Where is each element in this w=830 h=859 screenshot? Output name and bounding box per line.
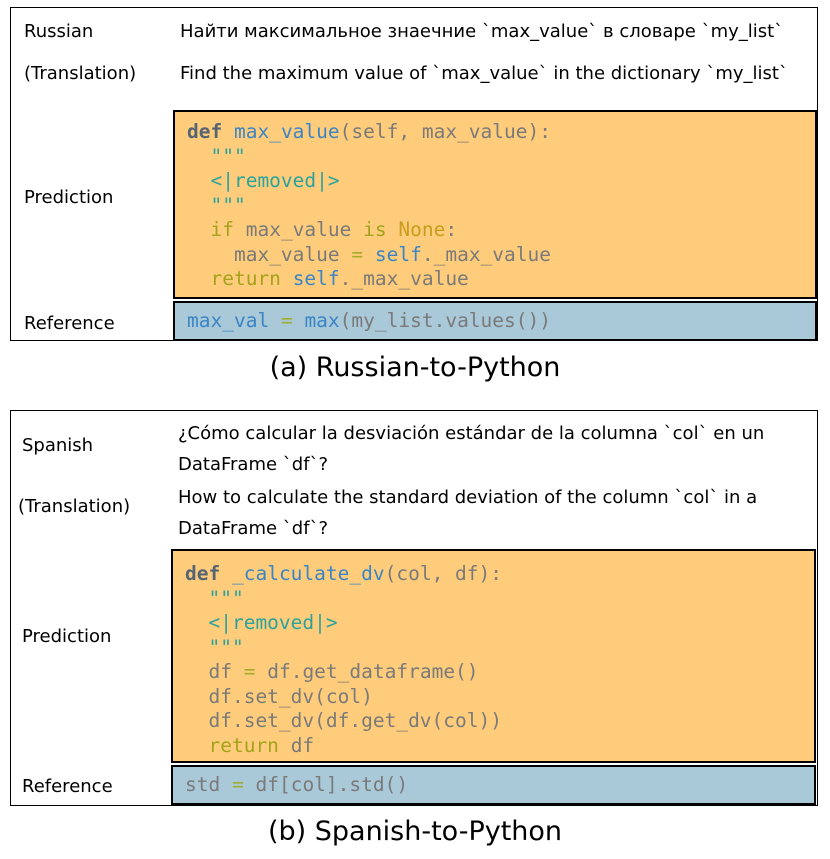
code-line: """ <box>208 635 244 659</box>
example-b-translation-text-2: DataFrame `df`? <box>178 518 329 539</box>
code-line: <|removed|> <box>208 611 338 634</box>
example-a-reference-code: max_val = max(my_list.values()) <box>173 301 817 341</box>
example-a-translation-text: Find the maximum value of `max_value` in… <box>180 63 788 84</box>
code-line: def max_value(self, max_value): <box>187 120 551 143</box>
code-line: """ <box>210 193 246 217</box>
example-a-reference-label: Reference <box>24 313 115 334</box>
example-b-prediction-label: Prediction <box>22 626 112 647</box>
example-b-source-label: Spanish <box>22 435 94 456</box>
example-a-source-label: Russian <box>24 21 94 42</box>
example-b-reference-label: Reference <box>22 776 113 797</box>
example-a-source-text: Найти максимальное знаечние `max_value` … <box>180 21 784 42</box>
example-b-caption: (b) Spanish-to-Python <box>267 816 563 847</box>
example-a-caption: (a) Russian-to-Python <box>269 352 561 383</box>
code-line: df.set_dv(col) <box>208 684 373 708</box>
code-line: return self._max_value <box>210 267 469 290</box>
code-line: max_value = self._max_value <box>233 242 551 266</box>
example-b-translation-label: (Translation) <box>18 496 131 517</box>
example-a-translation-label: (Translation) <box>24 63 137 84</box>
code-line: """ <box>210 144 246 168</box>
example-b-reference-code: std = df[col].std() <box>171 765 816 805</box>
example-a-prediction-code: def max_value(self, max_value): """ <|re… <box>173 110 817 299</box>
code-line: <|removed|> <box>210 169 340 192</box>
example-b-prediction-code: def _calculate_dv(col, df): """ <|remove… <box>171 549 816 763</box>
code-line: def _calculate_dv(col, df): <box>185 562 503 585</box>
code-line: """ <box>208 586 244 610</box>
example-a-prediction-label: Prediction <box>24 187 114 208</box>
code-line: df.set_dv(df.get_dv(col)) <box>208 709 502 732</box>
example-b-source-text-2: DataFrame `df`? <box>178 454 329 475</box>
example-b-source-text-1: ¿Cómo calcular la desviación estándar de… <box>178 423 765 444</box>
example-b-translation-text-1: How to calculate the standard deviation … <box>178 487 758 508</box>
code-line: if max_value is None: <box>210 218 458 241</box>
example-b-panel <box>10 410 818 806</box>
code-line: return df <box>208 733 315 757</box>
code-line: df = df.get_dataframe() <box>208 660 479 683</box>
